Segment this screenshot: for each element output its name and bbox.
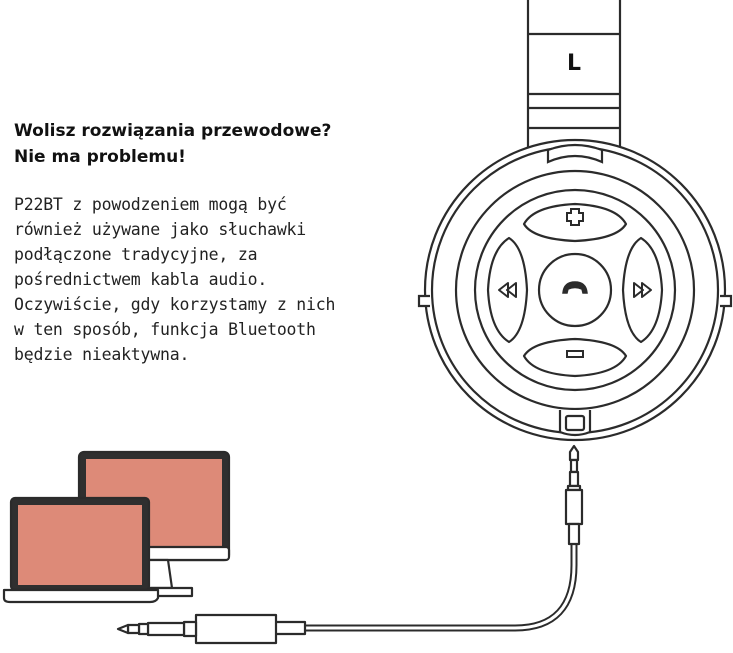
plus-icon	[566, 208, 584, 226]
text-block: Wolisz rozwiązania przewodowe? Nie ma pr…	[14, 118, 414, 367]
body-line: Oczywiście, gdy korzystamy z nich	[14, 295, 336, 314]
phone-icon	[562, 281, 588, 294]
headband	[526, 0, 622, 152]
audio-cable	[305, 544, 578, 632]
headline: Wolisz rozwiązania przewodowe? Nie ma pr…	[14, 118, 414, 170]
call-button	[537, 252, 613, 328]
headphone-plug	[564, 444, 584, 546]
device-plug	[116, 613, 307, 645]
body-line: będzie nieaktywna.	[14, 345, 190, 364]
body-line: pośrednictwem kabla audio.	[14, 270, 268, 289]
minus-icon	[566, 350, 584, 358]
body-line: również używane jako słuchawki	[14, 220, 307, 239]
body-paragraph: P22BT z powodzeniem mogą być również uży…	[14, 192, 414, 367]
headline-line-2: Nie ma problemu!	[14, 147, 186, 167]
body-line: w ten sposób, funkcja Bluetooth	[14, 320, 316, 339]
body-line: P22BT z powodzeniem mogą być	[14, 195, 287, 214]
laptop	[2, 496, 160, 604]
headline-line-1: Wolisz rozwiązania przewodowe?	[14, 121, 332, 141]
side-label: L	[567, 51, 581, 76]
body-line: podłączone tradycyjne, za	[14, 245, 258, 264]
volume-up-button	[522, 202, 628, 243]
fast-forward-icon	[633, 282, 652, 298]
rewind-icon	[498, 282, 517, 298]
